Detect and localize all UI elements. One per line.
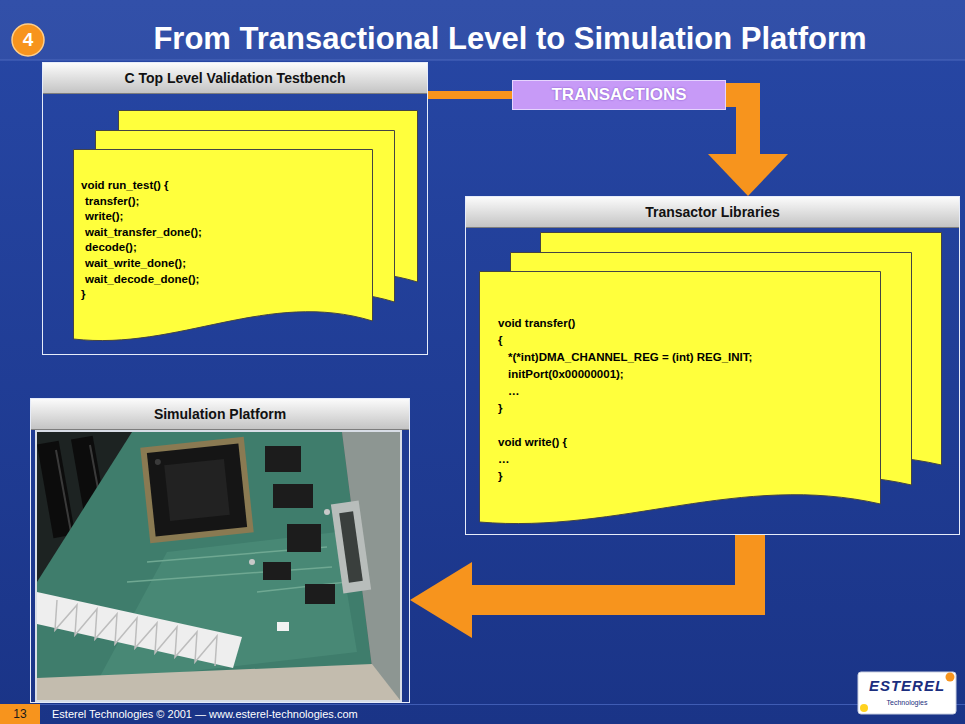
processor-chip [140, 437, 253, 543]
code-page: void run_test() {transfer();write();wait… [73, 149, 373, 343]
logo-dot [946, 673, 955, 682]
platform-panel: Simulation Platform [30, 398, 410, 703]
footer-text: Esterel Technologies © 2001 — www.estere… [52, 704, 572, 724]
flow-arrow [708, 95, 788, 196]
code-line: wait_decode_done(); [85, 272, 199, 288]
code-line: … [508, 383, 520, 400]
chip-body [147, 443, 247, 536]
code-line: { [498, 332, 502, 349]
transactor-panel: Transactor Libraries void transfer(){ *(*i… [465, 196, 960, 535]
arrow-shaft [726, 95, 748, 156]
header-pins [55, 600, 217, 666]
title-rule [0, 60, 965, 61]
code-line: transfer(); [85, 194, 139, 210]
arrow-head [708, 154, 788, 196]
logo-subword-area: Technologies [858, 697, 956, 709]
photo-ground [37, 432, 400, 700]
table-surface [37, 664, 400, 700]
callout-number-area: 4 [12, 24, 44, 56]
flow-arrow [410, 535, 750, 638]
callout-number: 4 [12, 24, 44, 56]
testbench-panel: C Top Level Validation Testbench void run… [42, 62, 428, 355]
logo-plate [858, 672, 956, 714]
logo-dot [860, 704, 868, 712]
code-line: } [498, 400, 502, 417]
logo-subword: Technologies [858, 697, 956, 709]
small-chip [287, 524, 321, 552]
small-chip [263, 562, 291, 580]
flow-arrow [428, 95, 512, 96]
code-block: void transfer(){ *(*int)DMA_CHANNEL_REG =… [479, 271, 881, 485]
page-outline [480, 272, 881, 524]
solder-dot [324, 509, 330, 515]
page-outline [74, 150, 373, 341]
circuit-board [37, 432, 372, 700]
tag-label: TRANSACTIONS [551, 81, 686, 109]
code-line: *(*int)DMA_CHANNEL_REG = (int) REG_INIT; [508, 349, 752, 366]
panel-header: Simulation Platform [31, 399, 409, 430]
callout-disc [12, 24, 44, 56]
chip-pins [140, 437, 253, 543]
socket-slot [56, 450, 71, 532]
panel-header: Transactor Libraries [466, 197, 959, 228]
code-line: } [81, 287, 85, 303]
socket [37, 441, 75, 538]
title-band [0, 0, 965, 60]
code-line: void run_test() { [81, 178, 169, 194]
pin-header [37, 592, 242, 668]
small-chip [265, 446, 301, 472]
logo-word: ESTEREL [858, 676, 956, 696]
arrow-head [410, 562, 472, 638]
board-photo [37, 432, 400, 700]
solder-dot [249, 559, 255, 565]
code-line: write(); [85, 209, 123, 225]
code-line: void write() { [498, 434, 567, 451]
chip-dot [155, 459, 162, 466]
code-line: initPort(0x00000001); [508, 366, 624, 383]
code-line: wait_transfer_done(); [85, 225, 202, 241]
side-connector [339, 511, 363, 582]
code-page: void transfer(){ *(*int)DMA_CHANNEL_REG =… [479, 271, 881, 526]
small-chip [273, 484, 313, 508]
arrow-shaft [470, 535, 750, 600]
board-track [127, 567, 332, 582]
chip-mark [164, 459, 230, 521]
title-area: From Transactional Level to Simulation P… [58, 21, 962, 57]
code-block: void run_test() {transfer();write();wait… [73, 149, 373, 303]
arrow-shaft [428, 91, 512, 99]
slide-title: From Transactional Level to Simulation P… [153, 21, 866, 57]
code-line: … [498, 451, 510, 468]
side-connector [331, 500, 371, 593]
code-line: } [498, 468, 502, 485]
small-part [277, 622, 289, 631]
footer-text-area: Esterel Technologies © 2001 — www.estere… [52, 704, 572, 724]
logo-word-area: ESTEREL [858, 676, 956, 696]
footer-rule [40, 704, 965, 705]
panel-header: C Top Level Validation Testbench [43, 63, 427, 94]
page-number-area: 13 [0, 704, 40, 724]
code-line: decode(); [85, 240, 137, 256]
small-chip [305, 584, 335, 604]
code-line: wait_write_done(); [85, 256, 186, 272]
transactions-tag: TRANSACTIONS [512, 80, 726, 110]
page-number-box [0, 704, 40, 724]
page-number: 13 [0, 704, 40, 724]
page-shape [479, 271, 881, 526]
photo-frame [35, 430, 402, 702]
code-line: void transfer() [498, 315, 575, 332]
